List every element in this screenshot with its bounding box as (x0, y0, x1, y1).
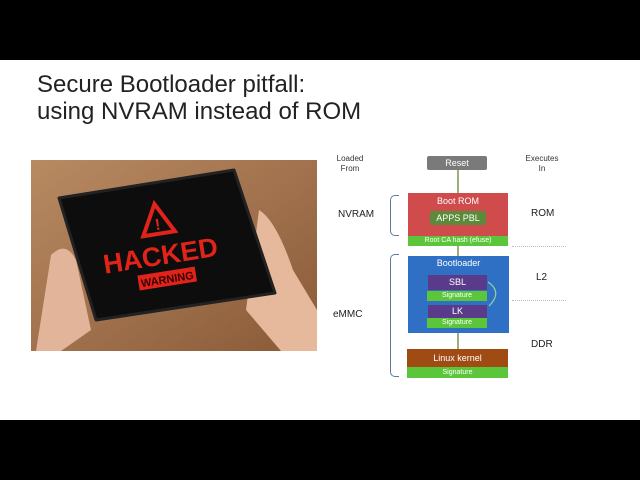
nvram-label: NVRAM (338, 209, 375, 220)
divider-l2-ddr (512, 300, 566, 301)
sbl-to-lk-arrow (487, 281, 497, 307)
linux-kernel-box: Linux kernel (407, 349, 508, 367)
header-line: From (340, 164, 360, 173)
apps-pbl-box: APPS PBL (430, 211, 486, 225)
left-hand (36, 248, 91, 351)
right-hand (246, 210, 317, 351)
sbl-box: SBL (428, 275, 487, 290)
title-line-2: using NVRAM instead of ROM (37, 98, 362, 125)
l2-label: L2 (536, 272, 548, 283)
emmc-bracket (390, 254, 399, 377)
arrow-reset-to-rom (457, 170, 459, 193)
sbl-signature: Signature (427, 291, 487, 301)
kernel-signature: Signature (407, 367, 508, 378)
root-ca-hash: Root CA hash (efuse) (408, 236, 508, 246)
hacked-tablet-photo: ! HACKED WARNING (31, 160, 317, 351)
ddr-label: DDR (531, 339, 553, 350)
header-line: In (538, 164, 546, 173)
lk-box: LK (428, 305, 487, 318)
header-line: Loaded (336, 154, 364, 163)
warning-badge (137, 266, 198, 291)
slide-title: Secure Bootloader pitfall: using NVRAM i… (37, 71, 361, 125)
letterbox-top (0, 0, 640, 60)
bootloader-label: Bootloader (436, 258, 481, 268)
executes-in-header: Executes In (522, 154, 562, 174)
header-line: Executes (525, 154, 559, 163)
lk-signature: Signature (427, 318, 487, 328)
reset-box: Reset (427, 156, 487, 170)
divider-rom-l2 (512, 246, 566, 247)
warning-triangle-icon (140, 199, 179, 239)
nvram-bracket (390, 195, 399, 236)
tablet (57, 168, 277, 322)
letterbox-bottom (0, 420, 640, 480)
title-line-1: Secure Bootloader pitfall: (37, 71, 306, 98)
rom-label: ROM (531, 208, 555, 219)
loaded-from-header: Loaded From (330, 154, 370, 174)
boot-rom-label: Boot ROM (436, 196, 479, 206)
arrow-lk-to-kernel (457, 328, 459, 349)
exclamation-icon: ! (154, 217, 162, 235)
emmc-label: eMMC (333, 309, 363, 320)
